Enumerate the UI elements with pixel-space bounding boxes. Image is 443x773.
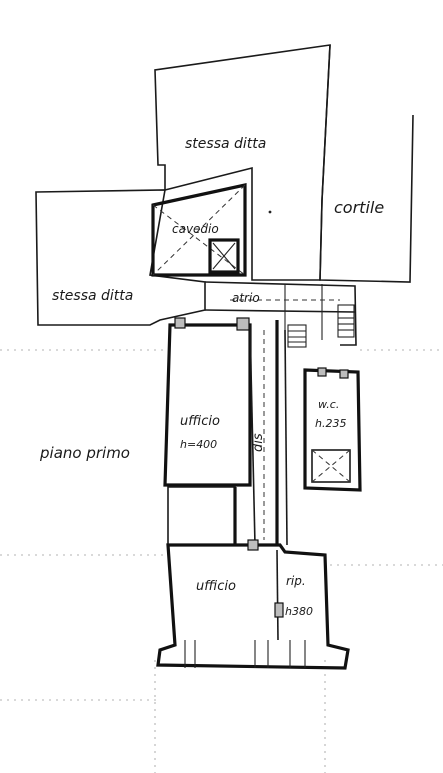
stair-marks-middle [287,324,307,348]
label-cavedio: cavedio [172,222,219,236]
dot-mark [268,210,272,214]
label-ufficio-lower: ufficio [196,579,236,594]
label-wc: w.c. [318,398,339,411]
stessa-ditta-top-outline [154,44,331,281]
label-rip: rip. [286,574,306,588]
label-h-upper: h=400 [180,438,217,451]
cavedio [151,183,247,277]
ufficio-upper-room [163,317,252,487]
label-stessa-ditta-top: stessa ditta [185,136,266,152]
cortile-outline [319,44,414,283]
label-stessa-ditta-left: stessa ditta [52,288,133,304]
label-h-lower: h380 [285,605,313,618]
window-marks [184,640,306,668]
label-ufficio-upper: ufficio [180,414,220,429]
ufficio-lower-room [156,539,350,670]
middle-room [167,486,237,546]
label-atrio: atrio [232,291,260,305]
label-h-wc: h.235 [315,417,346,430]
atrio [204,281,357,348]
label-cortile: cortile [334,198,384,217]
wc-room [303,367,362,492]
stair-marks-right [337,304,355,338]
stessa-ditta-left-outline [35,189,206,326]
dis-corridor [249,320,288,546]
scan-guides [0,349,443,773]
label-piano-primo: piano primo [39,444,130,462]
label-dis: dis [251,433,266,452]
